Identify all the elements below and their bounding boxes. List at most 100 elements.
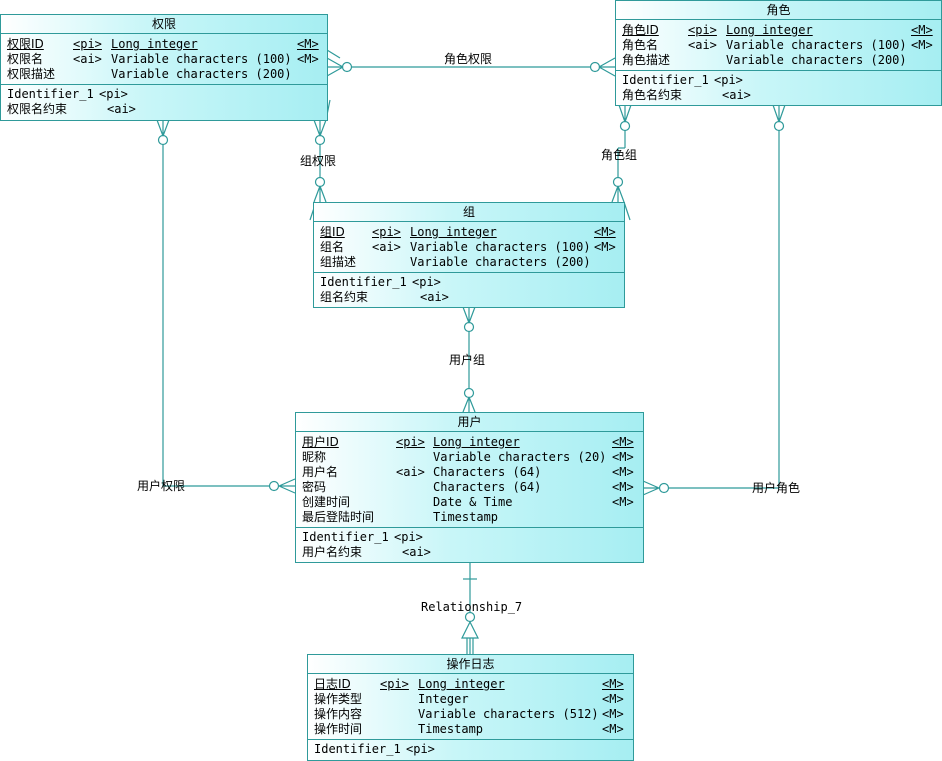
- attribute-mandatory: <M>: [911, 23, 933, 37]
- attribute-row[interactable]: 角色ID<pi>Long integer<M>: [622, 23, 935, 38]
- attribute-mandatory: <M>: [602, 707, 624, 721]
- attribute-name: 组名: [320, 240, 345, 254]
- entity-title: 权限: [1, 15, 327, 34]
- entity-title: 组: [314, 203, 624, 222]
- identifier-row[interactable]: Identifier_1 <pi>: [320, 275, 618, 290]
- identifier-name: 用户名约束: [302, 545, 363, 559]
- entity-group[interactable]: 组组ID<pi>Long integer<M>组名<ai>Variable ch…: [313, 202, 625, 308]
- attribute-mandatory: <M>: [911, 38, 933, 52]
- entity-role[interactable]: 角色角色ID<pi>Long integer<M>角色名<ai>Variable…: [615, 0, 942, 106]
- attribute-row[interactable]: 操作内容 Variable characters (512)<M>: [314, 707, 627, 722]
- attribute-mandatory: <M>: [612, 465, 634, 479]
- attribute-type: Long integer: [433, 435, 520, 449]
- attribute-key: <pi>: [380, 677, 409, 691]
- entity-title: 角色: [616, 1, 941, 20]
- attribute-key: <pi>: [396, 435, 425, 449]
- attribute-mandatory: <M>: [297, 37, 319, 51]
- identifier-row[interactable]: Identifier_1<pi>: [7, 87, 321, 102]
- attribute-name: 操作类型: [314, 692, 363, 706]
- identifier-name: Identifier_1: [320, 275, 407, 289]
- identifier-name: Identifier_1: [302, 530, 389, 544]
- attribute-name: 权限ID: [7, 37, 44, 51]
- label-role-permission: 角色权限: [444, 52, 493, 66]
- attribute-row[interactable]: 最后登陆时间 Timestamp: [302, 510, 637, 525]
- attribute-name: 权限名: [7, 52, 44, 66]
- attribute-name: 角色名: [622, 38, 659, 52]
- entity-title: 操作日志: [308, 655, 633, 674]
- label-user-permission: 用户权限: [137, 479, 186, 493]
- attribute-row[interactable]: 用户ID<pi>Long integer<M>: [302, 435, 637, 450]
- attribute-type: Long integer: [410, 225, 497, 239]
- attribute-type: Variable characters (100): [111, 52, 292, 66]
- attribute-row[interactable]: 权限名<ai>Variable characters (100)<M>: [7, 52, 321, 67]
- link-user-group[interactable]: [462, 306, 476, 413]
- identifier-name: 角色名约束: [622, 88, 683, 102]
- identifier-row[interactable]: 角色名约束 <ai>: [622, 88, 935, 103]
- link-user-permission[interactable]: [156, 119, 296, 494]
- attribute-type: Timestamp: [433, 510, 499, 524]
- attribute-name: 密码: [302, 480, 327, 494]
- identifier-name: 权限名约束: [7, 102, 68, 116]
- attribute-key: <ai>: [73, 52, 102, 66]
- link-relationship-7[interactable]: [461, 562, 479, 654]
- attribute-row[interactable]: 组ID<pi>Long integer<M>: [320, 225, 618, 240]
- identifier-key: <ai>: [722, 88, 751, 102]
- attribute-mandatory: <M>: [602, 677, 624, 691]
- identifier-row[interactable]: Identifier_1<pi>: [314, 742, 627, 757]
- attribute-name: 操作时间: [314, 722, 363, 736]
- attribute-type: Characters (64): [433, 465, 542, 479]
- attribute-name: 用户名: [302, 465, 339, 479]
- attribute-key: <ai>: [396, 465, 425, 479]
- entity-permission[interactable]: 权限权限ID<pi>Long integer<M>权限名<ai>Variable…: [0, 14, 328, 121]
- attribute-row[interactable]: 创建时间 Date & Time <M>: [302, 495, 637, 510]
- identifier-row[interactable]: Identifier_1 <pi>: [302, 530, 637, 545]
- identifier-list: Identifier_1<pi>: [308, 740, 633, 759]
- attribute-row[interactable]: 组名<ai>Variable characters (100)<M>: [320, 240, 618, 255]
- attribute-mandatory: <M>: [612, 495, 634, 509]
- attribute-row[interactable]: 日志ID<pi>Long integer<M>: [314, 677, 627, 692]
- attribute-type: Variable characters (100): [726, 38, 907, 52]
- attribute-type: Long integer: [726, 23, 813, 37]
- identifier-list: Identifier_1<pi>角色名约束 <ai>: [616, 71, 941, 105]
- attribute-name: 操作内容: [314, 707, 363, 721]
- link-role-group[interactable]: [611, 104, 632, 221]
- attribute-key: <pi>: [73, 37, 102, 51]
- attribute-row[interactable]: 角色名<ai>Variable characters (100)<M>: [622, 38, 935, 53]
- attribute-name: 日志ID: [314, 677, 351, 691]
- link-user-role[interactable]: [642, 104, 786, 496]
- attribute-type: Variable characters (512): [418, 707, 599, 721]
- attribute-row[interactable]: 用户名 <ai> Characters (64) <M>: [302, 465, 637, 480]
- attribute-mandatory: <M>: [612, 435, 634, 449]
- link-role-permission[interactable]: [326, 49, 616, 77]
- attribute-name: 权限描述: [7, 67, 56, 81]
- attribute-mandatory: <M>: [612, 480, 634, 494]
- identifier-key: <pi>: [406, 742, 435, 756]
- label-group-permission: 组权限: [300, 154, 337, 168]
- identifier-row[interactable]: 用户名约束<ai>: [302, 545, 637, 560]
- attribute-name: 最后登陆时间: [302, 510, 375, 524]
- label-role-group: 角色组: [601, 148, 638, 162]
- attribute-list: 角色ID<pi>Long integer<M>角色名<ai>Variable c…: [616, 20, 941, 71]
- identifier-list: Identifier_1 <pi>用户名约束<ai>: [296, 528, 643, 562]
- identifier-row[interactable]: 权限名约束<ai>: [7, 102, 321, 117]
- attribute-name: 创建时间: [302, 495, 351, 509]
- identifier-row[interactable]: 组名约束<ai>: [320, 290, 618, 305]
- attribute-type: Variable characters (200): [410, 255, 591, 269]
- attribute-mandatory: <M>: [612, 450, 634, 464]
- identifier-key: <pi>: [394, 530, 423, 544]
- identifier-row[interactable]: Identifier_1<pi>: [622, 73, 935, 88]
- attribute-type: Date & Time: [433, 495, 513, 509]
- entity-title: 用户: [296, 413, 643, 432]
- attribute-row[interactable]: 权限ID<pi>Long integer<M>: [7, 37, 321, 52]
- identifier-key: <pi>: [412, 275, 441, 289]
